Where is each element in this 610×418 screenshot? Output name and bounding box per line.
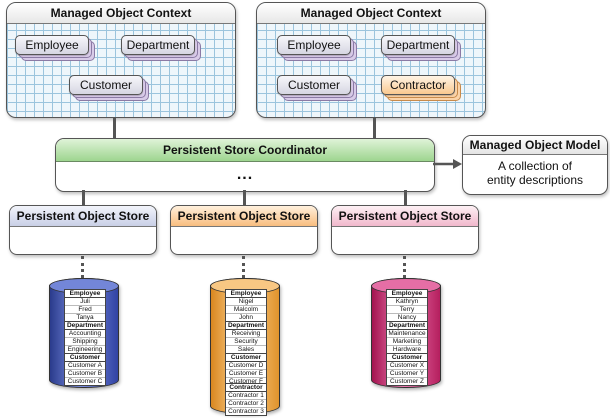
entity-label: Employee — [15, 35, 89, 55]
model-description-line-1: A collection of — [497, 159, 573, 173]
db-table-department: Department Accounting Shipping Engineeri… — [64, 321, 106, 354]
persistent-object-store-3: Persistent Object Store — [331, 205, 479, 255]
model-description-line-2: entity descriptions — [486, 173, 584, 187]
db-table-employee: Employee Nigel Malcolm John — [225, 289, 267, 322]
store-title: Persistent Object Store — [10, 206, 156, 227]
connector-line — [373, 118, 376, 139]
db-table-employee: Employee Kathryn Terry Nancy — [386, 289, 428, 322]
arrow-right-icon — [433, 159, 462, 169]
coordinator-ellipsis: ... — [236, 166, 254, 183]
db-table-department: Department Maintenance Marketing Hardwar… — [386, 321, 428, 354]
store-title: Persistent Object Store — [332, 206, 478, 227]
dotted-connector — [242, 256, 245, 278]
database-cylinder-3: Employee Kathryn Terry Nancy Department … — [370, 277, 441, 388]
entity-label: Customer — [277, 75, 351, 95]
persistent-object-store-2: Persistent Object Store — [170, 205, 318, 255]
connector-line — [113, 118, 116, 139]
connector-line — [243, 190, 246, 206]
db-table-department: Department Receiving Security Sales — [225, 321, 267, 354]
database-cylinder-1: Employee Juli Fred Tanya Department Acco… — [48, 277, 119, 388]
managed-object-model: Managed Object Model A collection of ent… — [462, 135, 608, 195]
managed-object-context-1: Managed Object Context Employee Departme… — [6, 2, 236, 118]
model-description: A collection of entity descriptions — [463, 155, 607, 187]
persistent-object-store-1: Persistent Object Store — [9, 205, 157, 255]
db-table-customer: Customer Customer X Customer Y Customer … — [386, 353, 428, 386]
entity-stack-customer: Customer — [69, 75, 149, 101]
entity-label: Customer — [69, 75, 143, 95]
db-table-customer: Customer Customer D Customer E Customer … — [225, 353, 267, 386]
entity-stack-department: Department — [121, 35, 201, 61]
database-cylinder-2: Employee Nigel Malcolm John Department R… — [209, 277, 280, 416]
dotted-connector — [403, 256, 406, 278]
connector-line — [82, 190, 85, 206]
entity-stack-contractor: Contractor — [381, 75, 461, 101]
entity-label: Employee — [277, 35, 351, 55]
entity-label: Contractor — [381, 75, 455, 95]
model-title: Managed Object Model — [463, 136, 607, 155]
connector-line — [404, 190, 407, 206]
persistent-store-coordinator: Persistent Store Coordinator ... — [55, 138, 435, 192]
store-title: Persistent Object Store — [171, 206, 317, 227]
entity-label: Department — [121, 35, 195, 55]
entity-stack-employee: Employee — [277, 35, 357, 61]
context-title: Managed Object Context — [257, 3, 485, 24]
coordinator-title: Persistent Store Coordinator — [56, 139, 434, 162]
context-title: Managed Object Context — [7, 3, 235, 24]
db-table-customer: Customer Customer A Customer B Customer … — [64, 353, 106, 386]
db-table-contractor: Contractor Contractor 1 Contractor 2 Con… — [225, 383, 267, 416]
entity-stack-employee: Employee — [15, 35, 95, 61]
db-table-employee: Employee Juli Fred Tanya — [64, 289, 106, 322]
entity-stack-customer: Customer — [277, 75, 357, 101]
entity-label: Department — [381, 35, 455, 55]
dotted-connector — [81, 256, 84, 278]
managed-object-context-2: Managed Object Context Employee Departme… — [256, 2, 486, 118]
entity-stack-department: Department — [381, 35, 461, 61]
